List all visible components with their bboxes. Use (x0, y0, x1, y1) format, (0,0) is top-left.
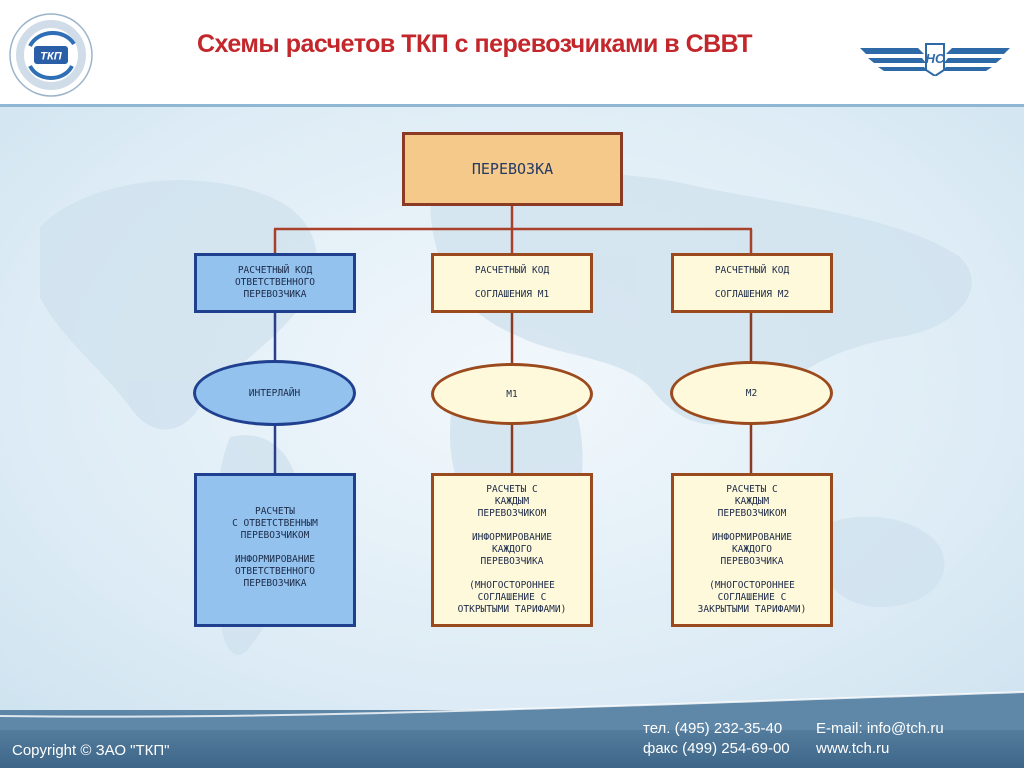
code-node-agreement-m1: РАСЧЕТНЫЙ КОД СОГЛАШЕНИЯ М1 (431, 253, 593, 313)
footer-fax: факс (499) 254-69-00 (643, 740, 790, 757)
tkp-company-logo: ТКП (9, 13, 93, 97)
details-node-m2: РАСЧЕТЫ С КАЖДЫМ ПЕРЕВОЗЧИКОМ ИНФОРМИРОВ… (671, 473, 833, 627)
scheme-node-m2: М2 (670, 361, 833, 425)
copyright-text: Copyright © ЗАО "ТКП" (12, 742, 170, 759)
tkp-logo-text: ТКП (40, 51, 62, 63)
header-bar (0, 0, 1024, 104)
header-divider (0, 104, 1024, 107)
footer-phone: тел. (495) 232-35-40 (643, 720, 783, 737)
code-node-responsible-carrier: РАСЧЕТНЫЙ КОД ОТВЕТСТВЕННОГО ПЕРЕВОЗЧИКА (194, 253, 356, 313)
wings-logo-text: НС (926, 51, 945, 66)
details-node-interline: РАСЧЕТЫ С ОТВЕТСТВЕННЫМ ПЕРЕВОЗЧИКОМ ИНФ… (194, 473, 356, 627)
root-node-transport: ПЕРЕВОЗКА (402, 132, 623, 206)
code-node-agreement-m2: РАСЧЕТНЫЙ КОД СОГЛАШЕНИЯ М2 (671, 253, 833, 313)
scheme-node-interline: ИНТЕРЛАЙН (193, 360, 356, 426)
footer-email-link[interactable]: E-mail: info@tch.ru (816, 720, 944, 737)
page-title: Схемы расчетов ТКП с перевозчиками в СВВ… (197, 30, 753, 58)
footer-wave (0, 691, 1024, 730)
wings-emblem-logo: НС (860, 43, 1010, 76)
details-node-m1: РАСЧЕТЫ С КАЖДЫМ ПЕРЕВОЗЧИКОМ ИНФОРМИРОВ… (431, 473, 593, 627)
scheme-node-m1: М1 (431, 363, 593, 425)
footer-website-link[interactable]: www.tch.ru (816, 740, 890, 757)
